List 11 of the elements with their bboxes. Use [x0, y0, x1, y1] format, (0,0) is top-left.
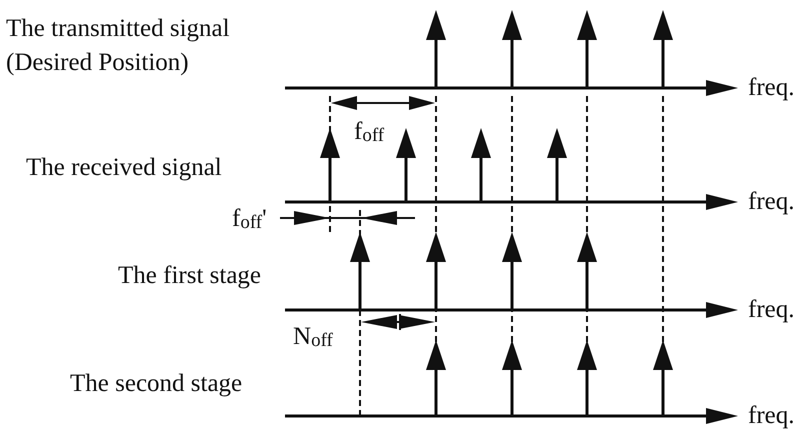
offset-label: f$_{off}$' — [232, 205, 267, 235]
offset-label: N$_{off}$ — [293, 323, 333, 353]
row-label: The transmitted signal (Desired Position) — [6, 14, 231, 78]
axis-label: freq. — [748, 188, 794, 216]
row-label: The second stage — [70, 370, 242, 398]
axis-label: freq. — [748, 402, 794, 430]
offset-label: f$_{off}$ — [354, 118, 384, 148]
axis-label: freq. — [748, 296, 794, 324]
row-label: The first stage — [118, 262, 262, 290]
axis-label: freq. — [748, 74, 794, 102]
row-label: The received signal — [26, 154, 222, 182]
